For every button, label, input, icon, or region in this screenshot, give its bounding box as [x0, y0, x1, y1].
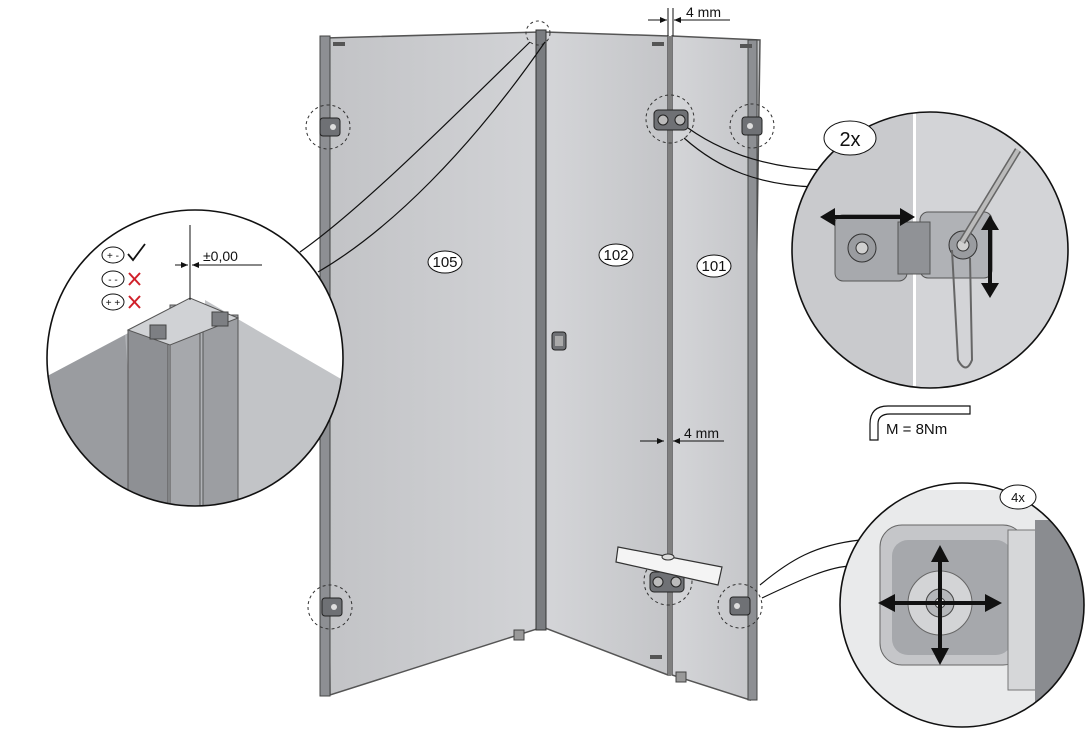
- panel-labels: 105 102 101: [427, 243, 732, 278]
- corner-detail-marker: [525, 20, 551, 46]
- alignment-label: ±0,00: [203, 248, 238, 264]
- spacer-tool: [615, 546, 723, 586]
- legend-wrong-1: - -: [101, 270, 141, 288]
- panel-105: [324, 31, 541, 697]
- hinge-count-label: 2x: [839, 129, 860, 151]
- foot-left: [513, 629, 525, 641]
- allen-key-icon: [869, 405, 971, 441]
- mid-gap-dimension: 4 mm: [640, 425, 724, 444]
- enclosure: [319, 29, 761, 702]
- bracket-count-label: 4x: [1011, 490, 1025, 505]
- corner-detail-zoom: ±0,00 + - - - + +: [46, 209, 344, 507]
- cross-icon: [128, 272, 141, 286]
- check-icon: [127, 243, 146, 262]
- panel-101-label: 101: [701, 258, 726, 275]
- right-wall-profile: [747, 39, 758, 701]
- top-gap-label: 4 mm: [686, 4, 721, 20]
- bracket-top-right: [729, 103, 775, 149]
- hinge-bottom: [643, 556, 693, 606]
- torque-spec: M = 8Nm: [869, 405, 971, 441]
- bracket-bottom-right: [717, 583, 763, 629]
- door-handle: [551, 331, 567, 351]
- torque-label: M = 8Nm: [886, 421, 947, 438]
- foot-right: [675, 671, 687, 683]
- corner-profile: [535, 29, 547, 631]
- mid-gap-label: 4 mm: [684, 425, 719, 441]
- panel-102-label: 102: [603, 247, 628, 264]
- hinge-detail-zoom: 2x: [791, 111, 1069, 389]
- bracket-top-left: [305, 104, 351, 150]
- bracket-detail-zoom: 4x: [839, 482, 1085, 728]
- panel-105-label: 105: [432, 254, 457, 271]
- legend-ok-text: + -: [107, 251, 119, 262]
- top-gap-dimension: 4 mm: [648, 4, 730, 36]
- leader-lines: [299, 41, 861, 599]
- legend-wrong-2-text: + +: [106, 298, 121, 309]
- hinge-top: [645, 94, 695, 144]
- cross-icon: [128, 295, 141, 309]
- bracket-bottom-left: [307, 584, 353, 630]
- legend-wrong-2: + +: [101, 293, 141, 311]
- brackets: [305, 20, 775, 630]
- legend-wrong-1-text: - -: [108, 275, 117, 286]
- legend-ok: + -: [101, 243, 146, 264]
